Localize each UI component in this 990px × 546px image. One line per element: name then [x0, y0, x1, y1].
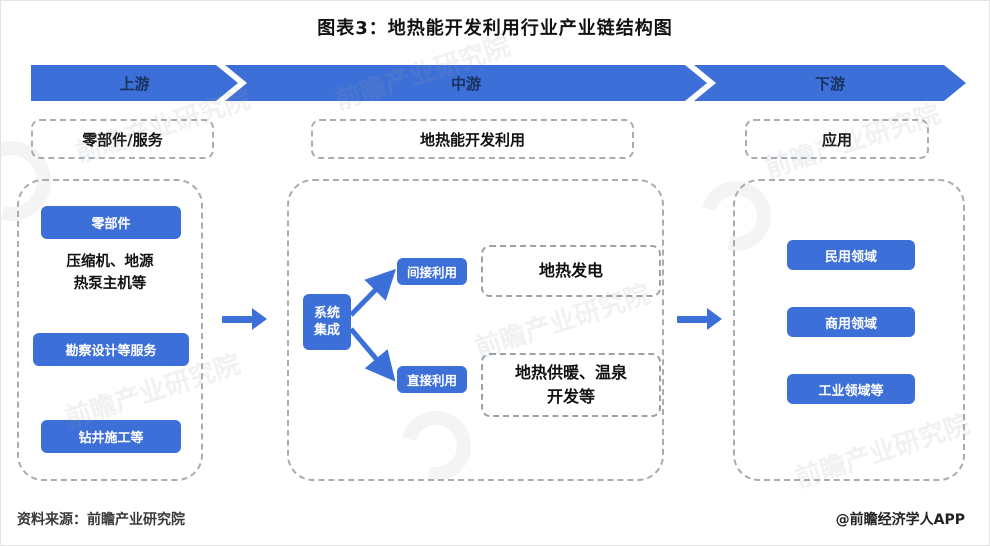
downstream-industrial-box: 工业领域等 — [787, 374, 915, 404]
data-source-note: 资料来源：前瞻产业研究院 — [17, 512, 185, 528]
arrow-head — [252, 308, 267, 330]
downstream-civil-box: 民用领域 — [787, 240, 915, 270]
banner-midstream: 中游 — [225, 65, 707, 101]
banner-downstream: 下游 — [694, 65, 966, 101]
downstream-pane: 民用领域 商用领域 工业领域等 — [733, 179, 965, 481]
upstream-pane: 零部件 压缩机、地源 热泵主机等 勘察设计等服务 钻井施工等 — [17, 179, 203, 481]
upstream-drilling-box: 钻井施工等 — [41, 420, 181, 453]
flow-arrow-up-to-mid-icon — [222, 308, 267, 330]
system-integration-box: 系统 集成 — [303, 294, 351, 350]
stage-label-midstream: 地热能开发利用 — [311, 119, 634, 159]
banner-midstream-label: 中游 — [450, 74, 481, 93]
banner-downstream-label: 下游 — [814, 74, 845, 93]
branch-connectors — [349, 268, 396, 382]
banner-upstream: 上游 — [31, 65, 238, 101]
arrow-shaft — [222, 315, 252, 323]
downstream-commercial-box: 商用领域 — [787, 307, 915, 337]
page-title: 图表3：地热能开发利用行业产业链结构图 — [317, 18, 673, 39]
arrow-shaft — [677, 315, 707, 323]
upstream-components-detail: 压缩机、地源 热泵主机等 — [66, 254, 154, 292]
flow-arrow-mid-to-down-icon — [677, 308, 722, 330]
indirect-result-box: 地热发电 — [481, 245, 661, 297]
indirect-use-box: 间接利用 — [397, 258, 467, 285]
stage-label-downstream: 应用 — [745, 119, 929, 159]
banner-upstream-label: 上游 — [119, 74, 150, 93]
upstream-survey-box: 勘察设计等服务 — [33, 333, 189, 366]
midstream-pane: 系统 集成 间接利用 地热发电 直接利用 地热供暖、温泉 开发等 — [287, 179, 664, 481]
upstream-components-box: 零部件 — [41, 206, 181, 239]
credit-note: @前瞻经济学人APP — [835, 512, 965, 528]
arrow-head — [707, 308, 722, 330]
stage-label-upstream: 零部件/服务 — [31, 119, 214, 159]
direct-result-box: 地热供暖、温泉 开发等 — [481, 353, 661, 417]
direct-use-box: 直接利用 — [397, 366, 467, 393]
